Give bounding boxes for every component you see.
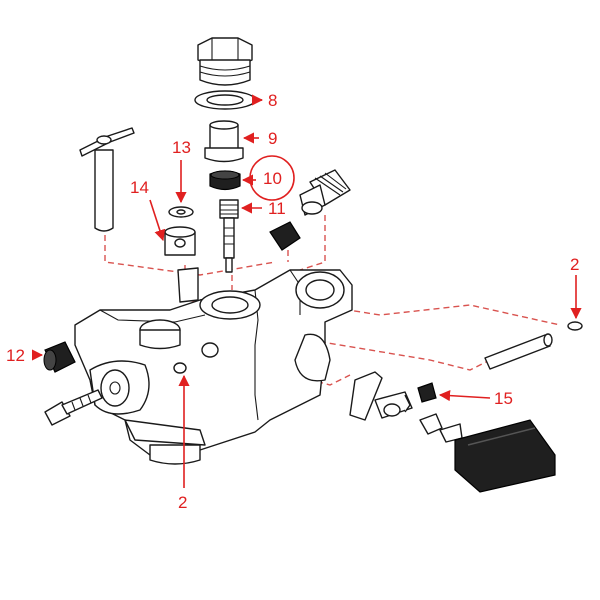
- small-nut: [419, 413, 463, 443]
- knob-part-15: [417, 382, 437, 403]
- pin-part: [79, 127, 135, 232]
- cap-part-9: [204, 120, 244, 163]
- washer-part-2-right: [567, 321, 583, 331]
- callout-10: 10: [263, 169, 282, 188]
- dark-cap: [269, 221, 301, 251]
- callout-10-circle: [249, 155, 295, 201]
- callout-leaders: [31, 94, 582, 488]
- sleeve-part-12: [43, 341, 76, 373]
- plug-cap: [197, 37, 253, 86]
- valve-body: [74, 267, 353, 465]
- valve-stem-part-11: [219, 199, 239, 273]
- screw: [44, 389, 103, 426]
- callout-13: 13: [172, 138, 191, 157]
- callout-15: 15: [494, 389, 513, 408]
- nut-part-10: [209, 170, 241, 191]
- callout-9: 9: [268, 129, 277, 148]
- threaded-fitting: [299, 169, 351, 216]
- handle-grip: [454, 419, 556, 493]
- rod: [484, 333, 553, 370]
- washer-part-8: [194, 90, 256, 110]
- lever-assembly: [349, 371, 413, 421]
- callout-14: 14: [130, 178, 149, 197]
- callout-2-right: 2: [570, 255, 579, 274]
- washer-part-13: [168, 206, 194, 218]
- callout-12: 12: [6, 346, 25, 365]
- callout-11: 11: [268, 199, 286, 218]
- callout-8: 8: [268, 91, 277, 110]
- block-part-14: [164, 226, 196, 256]
- callout-labels: 8 9 10 11 13 14 12 2 2 15: [6, 91, 579, 512]
- callout-2-bottom: 2: [178, 493, 187, 512]
